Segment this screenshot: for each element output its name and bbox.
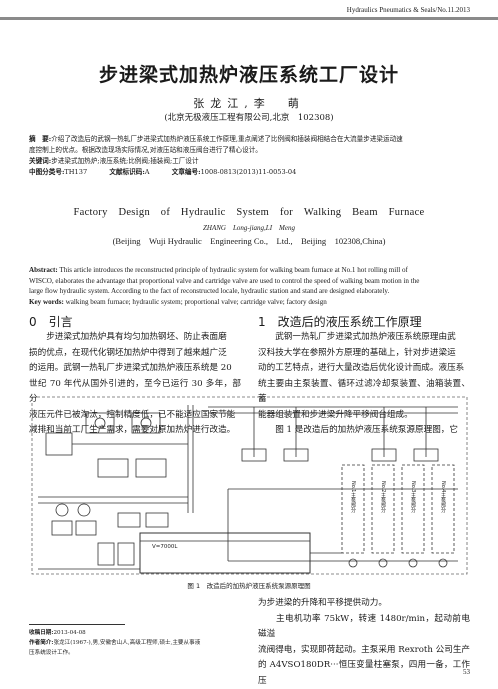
received-label: 收稿日期: [29,630,54,636]
abstract-cn-line1: 介绍了改造后的武钢一热轧厂步进梁式加热炉液压系统工作原理,重点阐述了比例阀和插装… [51,135,403,143]
affiliation-cn: (北京无极液压工程有限公司,北京 102308) [164,113,334,123]
keywords-cn: 步进梁式加热炉;液压系统;比例阀;插装阀;工厂设计 [51,157,199,165]
intro-line: 的运用。武钢一热轧厂步进梁式加热炉液压系统是 20 [29,363,232,373]
header-rule [0,17,498,20]
intro-line: 世纪 70 年代从国外引进的，至今已运行 30 多年，部分 [29,378,241,405]
principle-line: 动的工艺特点，进行大量改造后优化设计而成。液压系 [258,363,465,373]
principle-line: 武钢一热轧厂步进梁式加热炉液压系统原理由武 [258,332,456,342]
keywords-label: 关键词: [29,157,52,165]
abstract-cn: 摘 要:介绍了改造后的武钢一热轧厂步进梁式加热炉液压系统工作原理,重点阐述了比例… [29,134,474,178]
page-number: 53 [463,668,470,676]
principle-paragraph: 武钢一热轧厂步进梁式加热炉液压系统原理由武 汉科技大学在参照外方原理的基础上，针… [258,330,470,439]
article-no-label: 文章编号: [171,168,201,176]
abstract-cn-line2: 度控制上的优点。根据改造现场实际情况,对液压站和液压阀台进行了精心设计。 [29,146,262,154]
continued-line: 流阀得电，实现即荷起动。主泵采用 Rexroth 公司生产 [258,644,471,655]
doc-code-label: 文献标识码: [109,168,145,176]
continued-line: 为步进梁的升降和平移提供动力。 [258,598,387,608]
pump-label-3: No.3主泵部分 [410,481,416,514]
abstract-label: 摘 要: [29,135,52,143]
author-bio-line2: 压系统设计工作。 [29,650,74,656]
pump-label-4: No.4主泵部分 [440,481,446,514]
section-intro-title: 0 引言 [29,315,73,329]
hydraulic-schematic-figure: V=7000L No.1主泵部分 No.2主泵部分 No.3主泵部分 No.4主… [28,393,471,578]
footnote: 收稿日期:2013-04-08 作者简介:张龙江(1967-),男,安徽舍山人,… [29,628,239,658]
keywords-en-label: Key words: [29,297,64,306]
authors-cn: 张龙江,李 萌 [193,97,305,110]
author-bio-line1: 张龙江(1967-),男,安徽舍山人,高级工程师,硕士,主要从事液 [53,640,201,646]
abstract-en: Abstract: This article introduces the re… [29,265,474,307]
schematic-drawing: V=7000L No.1主泵部分 No.2主泵部分 No.3主泵部分 No.4主… [31,396,468,575]
authors-en: ZHANG Long-jiang,LI Meng [203,224,295,232]
footnote-rule [29,624,125,625]
author-bio-label: 作者简介: [29,640,54,646]
clc-label: 中图分类号: [29,168,65,176]
figure-caption: 图 1 改造后的加热炉液压系统泵源原理图 [187,582,311,590]
abstract-en-label: Abstract: [29,266,58,274]
principle-line: 统主要由主泵装置、循环过滤冷却泵装置、油箱装置、蓄 [258,378,470,405]
continued-paragraph: 为步进梁的升降和平移提供动力。 主电机功率 75kW，转速 1480r/min，… [258,596,470,689]
principle-line: 能器组装置和步进梁升降平移阀台组成。 [258,409,413,420]
principle-line: 图 1 是改造后的加热炉液压系统泵源原理图，它 [258,425,458,435]
keywords-en: walking beam furnace; hydraulic system; … [65,297,327,306]
continued-line: 主电机功率 75kW，转速 1480r/min，起动前电磁溢 [258,613,470,640]
tank-volume-label: V=7000L [152,544,178,550]
clc-value: TH137 [64,168,88,176]
section-principle-title: 1 改造后的液压系统工作原理 [258,315,422,329]
article-title-cn: 步进梁式加热炉液压系统工厂设计 [98,64,399,86]
intro-line: 步进梁式加热炉具有均匀加热钢坯、防止表面磨 [29,332,227,342]
affiliation-en: (Beijing Wuji Hydraulic Engineering Co.,… [112,236,386,246]
principle-line: 汉科技大学在参照外方原理的基础上，针对步进梁运 [258,347,456,358]
pump-label-2: No.2主泵部分 [380,481,386,514]
abstract-en-line2: WISCO, elaborates the advantage that pro… [29,276,420,285]
journal-header: Hydraulics Pneumatics & Seals/No.11.2013 [346,6,470,14]
article-title-en: Factory Design of Hydraulic System for W… [73,207,425,218]
abstract-en-line3: large flow hydraulic system. According t… [29,287,390,295]
doc-code-value: A [144,168,150,176]
continued-line: 的 A4VSO180DR···恒压变量柱塞泵，四用一备，工作压 [258,660,470,686]
article-no-value: 1008-0813(2013)11-0053-04 [200,168,297,176]
pump-label-1: No.1主泵部分 [350,481,356,514]
abstract-en-line1: This article introduces the reconstructe… [59,266,408,274]
intro-line: 损的优点，在现代化钢坯加热炉中得到了越来越广泛 [29,347,227,358]
received-date: 2013-04-08 [53,630,86,636]
